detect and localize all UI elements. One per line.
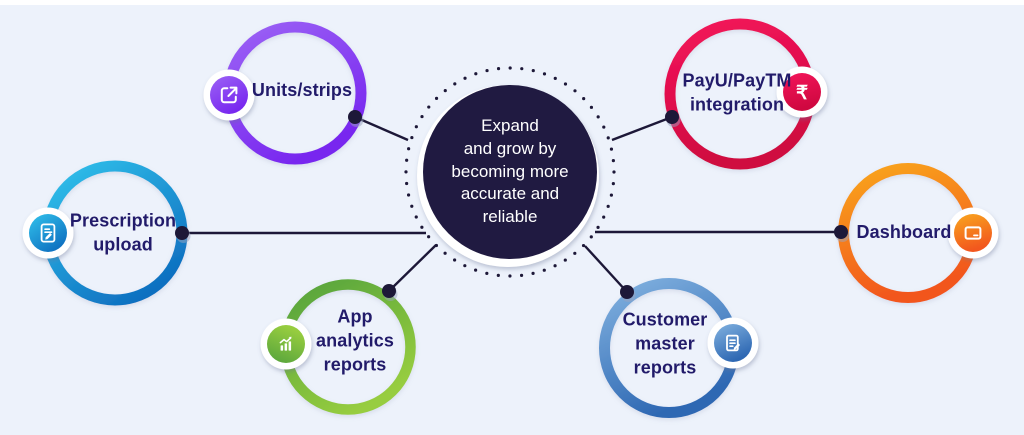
node-label-app-analytics: App analytics reports <box>316 306 394 374</box>
clipboard-pencil-icon <box>726 334 741 352</box>
dot-app-analytics <box>382 284 396 298</box>
top-margin-strip <box>0 0 1024 5</box>
node-label-units-strips: Units/strips <box>251 80 353 101</box>
center-dotted-ring <box>404 66 616 278</box>
center-circle <box>423 85 597 259</box>
badge-dashboard <box>947 207 999 259</box>
badge-app-analytics <box>260 318 312 370</box>
node-label-dashboard: Dashboard <box>856 222 952 243</box>
dashboard-screen-icon <box>964 226 982 240</box>
prescription-document-icon <box>40 223 56 243</box>
badge-customer-master <box>707 317 759 369</box>
external-link-icon <box>220 86 238 104</box>
connector-customer-master <box>584 245 628 293</box>
badge-units-strips <box>203 69 255 121</box>
badge-prescription-upload <box>22 207 74 259</box>
connector-payu-paytm <box>611 115 673 142</box>
badge-payu-paytm: ₹ <box>776 66 828 118</box>
dot-prescription-upload <box>175 226 189 240</box>
node-label-payu-paytm: PayU/PayTM integration <box>682 70 792 114</box>
connector-units-strips <box>354 115 409 142</box>
dot-payu-paytm <box>665 110 679 124</box>
connector-app-analytics <box>388 244 437 292</box>
dot-units-strips <box>348 110 362 124</box>
connector-lines <box>182 115 841 293</box>
connector-dots <box>175 110 848 299</box>
node-label-prescription-upload: Prescription upload <box>69 210 177 254</box>
rupee-icon: ₹ <box>796 83 808 104</box>
center-goal-text: Expand and grow by becoming more accurat… <box>451 116 569 227</box>
bar-chart-icon <box>279 336 292 351</box>
dot-dashboard <box>834 225 848 239</box>
node-label-customer-master: Customer master reports <box>622 309 708 377</box>
dot-customer-master <box>620 285 634 299</box>
